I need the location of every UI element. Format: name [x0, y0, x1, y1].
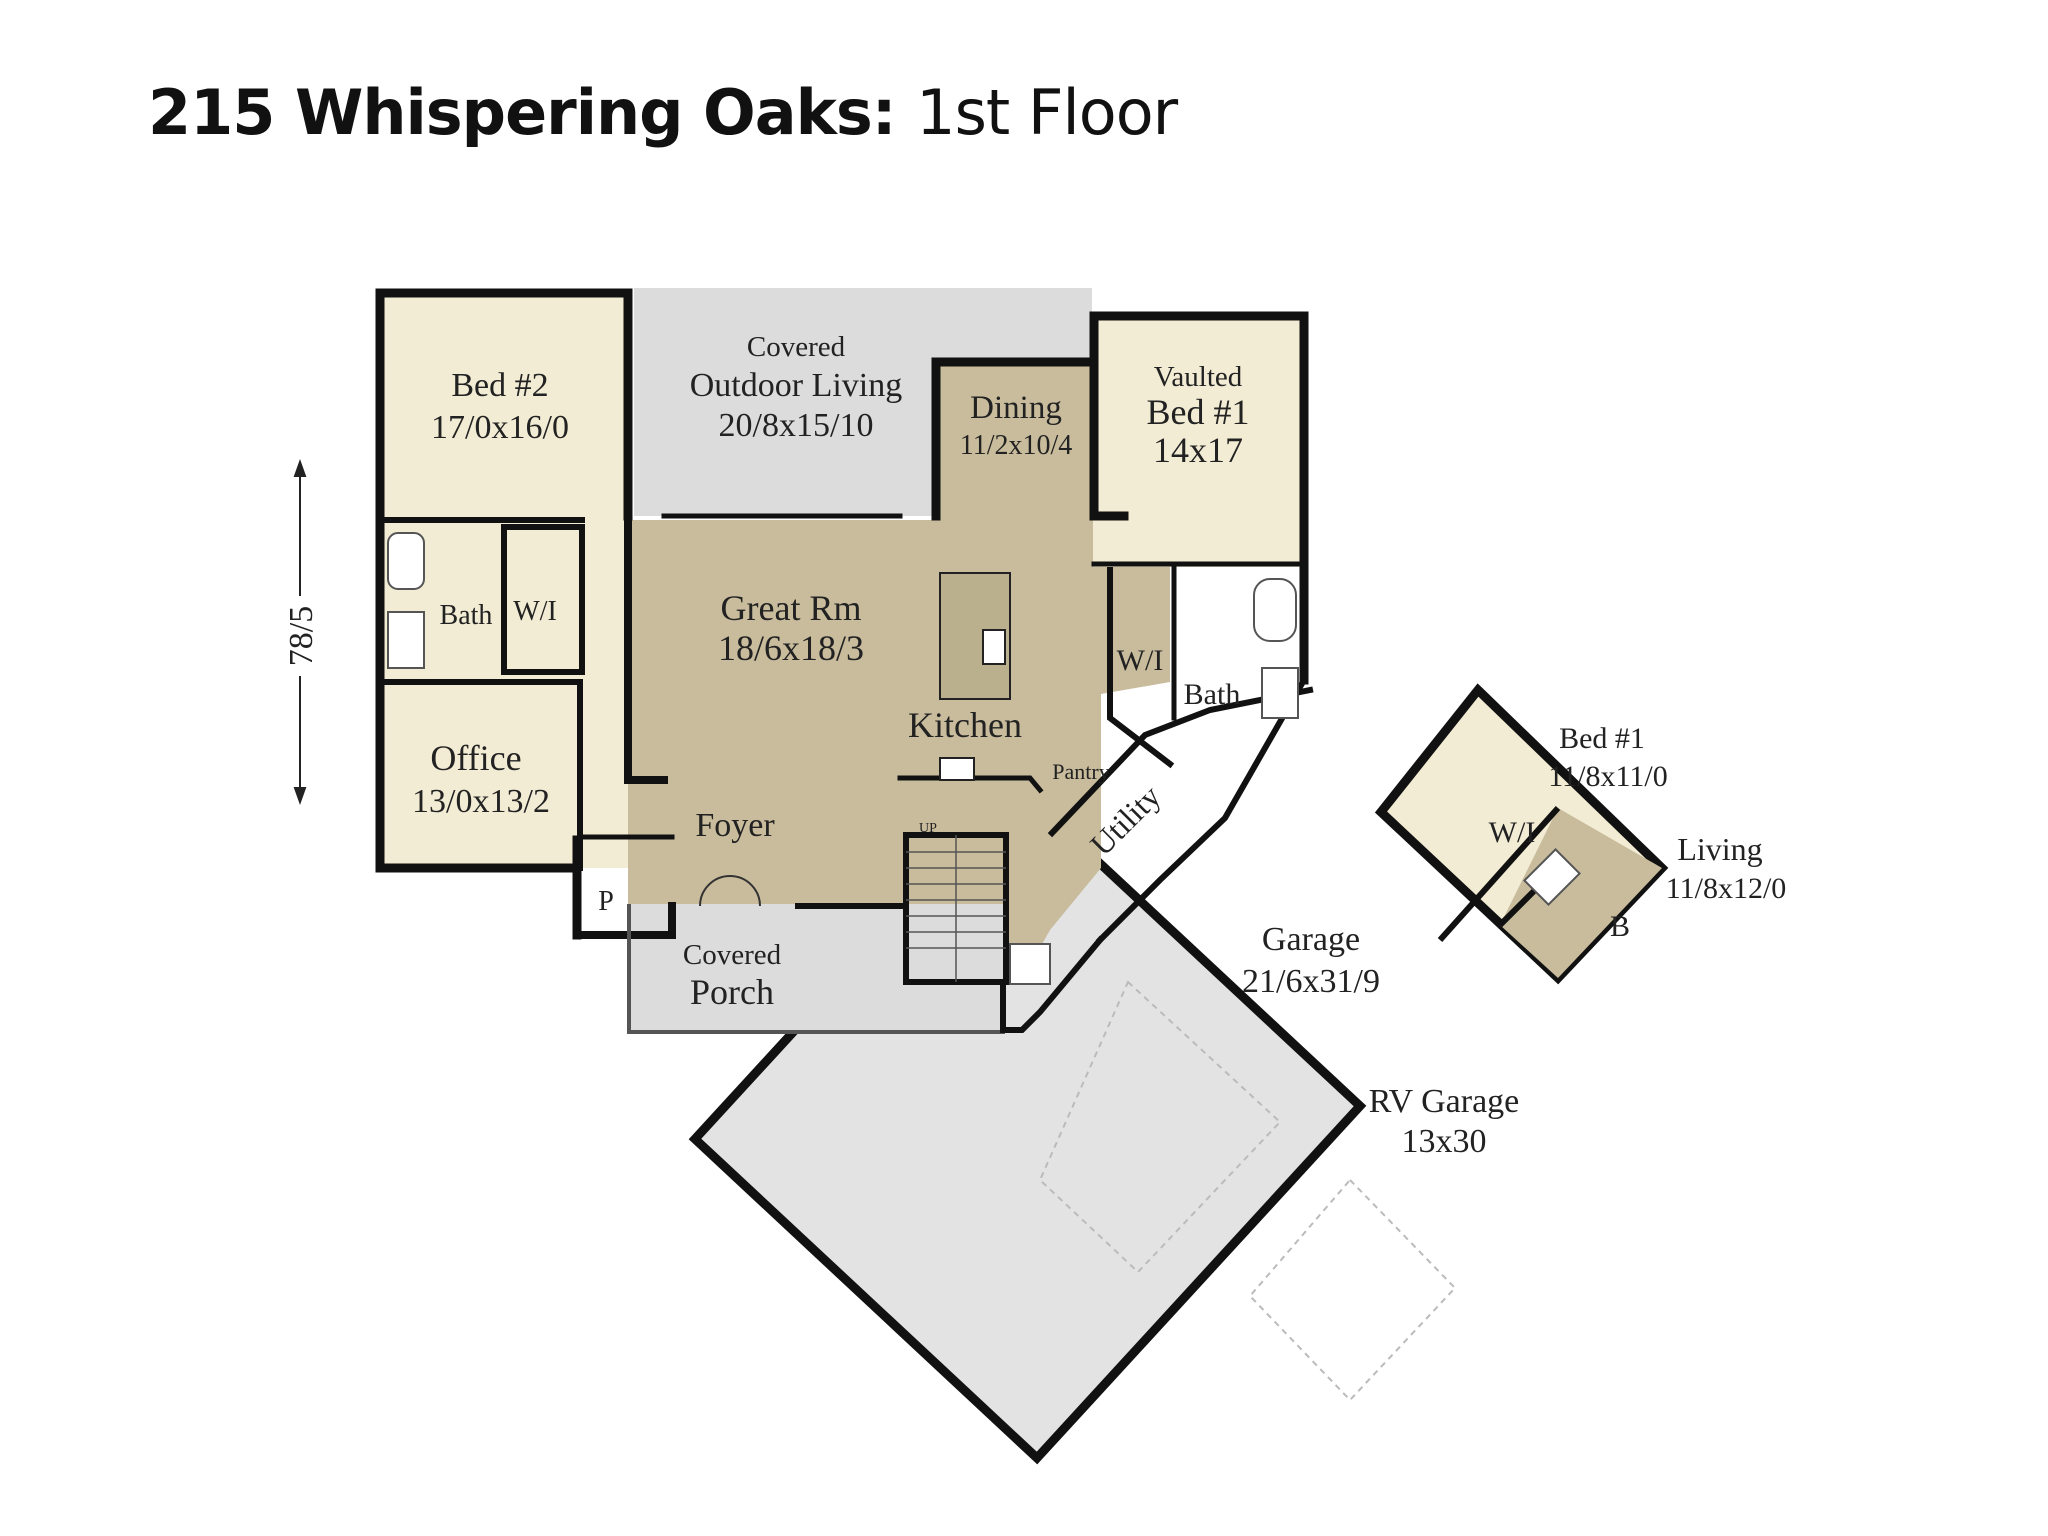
page-title: 215 Whispering Oaks: 1st Floor — [148, 76, 1178, 149]
bath-suite-name: B — [1610, 910, 1630, 943]
front-door-icon — [699, 875, 761, 907]
pantry-name: Pantry — [1052, 759, 1109, 784]
wi-main-name: W/I — [1117, 644, 1164, 677]
porch-covered: Covered — [683, 939, 782, 971]
title-address: 215 Whispering Oaks: — [148, 76, 897, 149]
garage-door-markings — [1038, 980, 1457, 1402]
shower-main-icon — [1261, 667, 1299, 719]
sink-icon — [982, 629, 1006, 665]
bed2-size: 17/0x16/0 — [431, 409, 569, 446]
bed1-suite-name: Bed #1 — [1559, 722, 1645, 755]
bed2-name: Bed #2 — [451, 367, 548, 404]
suite-living-area — [1500, 808, 1662, 978]
walls — [375, 288, 1314, 1034]
great-rm-size: 18/6x18/3 — [718, 628, 864, 668]
kitchen-name: Kitchen — [908, 705, 1022, 745]
outdoor-covered: Covered — [747, 331, 846, 363]
rv-garage-name: RV Garage — [1369, 1083, 1520, 1120]
bed1-suite-size: 11/8x11/0 — [1548, 760, 1667, 793]
porch-name: Porch — [690, 972, 774, 1012]
outdoor-name: Outdoor Living — [690, 367, 902, 404]
outdoor-size: 20/8x15/10 — [719, 407, 874, 444]
foyer-name: Foyer — [695, 807, 775, 844]
bed1-name: Bed #1 — [1147, 392, 1250, 432]
dining-name: Dining — [970, 390, 1062, 426]
powder-name: P — [598, 886, 614, 917]
cooktop-icon — [939, 757, 975, 781]
shower-suite-icon — [1523, 848, 1581, 906]
bed1-vaulted: Vaulted — [1154, 361, 1243, 393]
covered-porch-area — [629, 904, 1003, 1031]
great-rm-name: Great Rm — [721, 588, 862, 628]
dimension-label: 78/5 — [283, 606, 320, 666]
bath-main-name: Bath — [1184, 678, 1241, 711]
right-wing — [1093, 312, 1304, 567]
shower-utility-icon — [1009, 943, 1051, 985]
garage-name: Garage — [1262, 921, 1360, 958]
stairs-icon — [906, 835, 1006, 982]
bed1-size: 14x17 — [1153, 430, 1243, 470]
bath-left-name: Bath — [440, 600, 493, 631]
shower-left-icon — [387, 611, 425, 669]
living-suite-name: Living — [1677, 831, 1762, 867]
stairs-up-label: UP — [919, 821, 937, 836]
tub-main-icon — [1253, 578, 1297, 642]
rv-garage-size: 13x30 — [1402, 1123, 1487, 1160]
title-floor: 1st Floor — [916, 76, 1178, 149]
wi-suite-name: W/I — [1489, 816, 1536, 849]
core-area — [628, 520, 1170, 982]
dining-size: 11/2x10/4 — [960, 430, 1073, 461]
garage-size: 21/6x31/9 — [1242, 963, 1380, 1000]
dining-area — [936, 366, 1096, 520]
office-name: Office — [430, 738, 521, 778]
wi-left-name: W/I — [513, 596, 557, 627]
dimension-label-bg — [285, 596, 315, 676]
living-suite-size: 11/8x12/0 — [1666, 872, 1787, 905]
office-size: 13/0x13/2 — [412, 783, 550, 820]
tub-left-icon — [387, 532, 425, 590]
